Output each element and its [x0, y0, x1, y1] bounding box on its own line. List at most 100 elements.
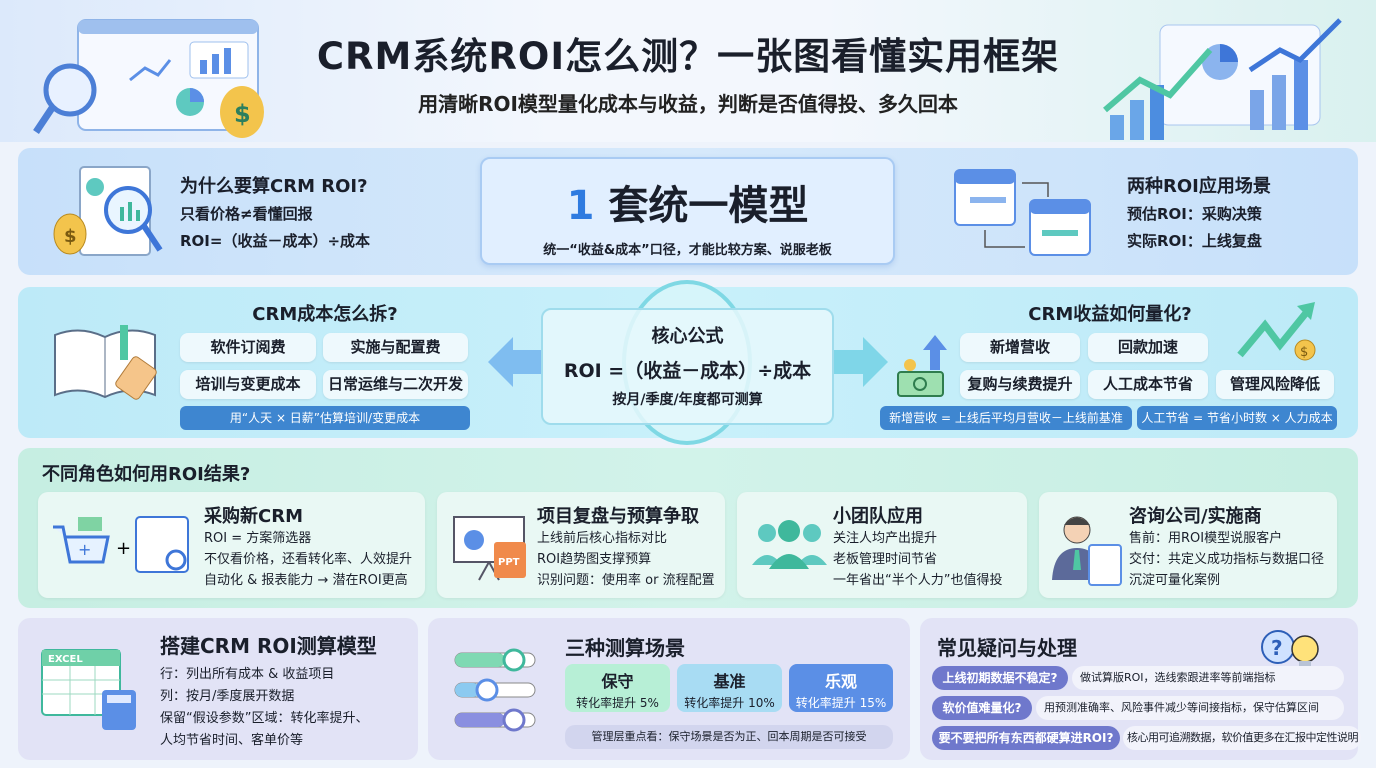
scenario-line: 实际ROI：上线复盘	[1127, 232, 1262, 250]
presentation-ppt-icon: PPT	[453, 516, 526, 581]
role-line: 沉淀可量化案例	[1129, 573, 1221, 588]
model-number: 1	[566, 183, 595, 229]
book-price-tag-icon	[54, 325, 157, 400]
build-lines: 行：列出所有成本 & 收益项目列：按月/季度展开数据保留“假设参数”区域：转化率…	[160, 664, 368, 752]
faq-answer: 核心用可追溯数据，软价值更多在汇报中定性说明	[1123, 726, 1361, 750]
role-line: 一年省出“半个人力”也值得投	[833, 573, 1003, 588]
scenario-name: 乐观	[824, 672, 857, 691]
scenario-value: 转化率提升 5%	[576, 696, 659, 710]
formula-title: 核心公式	[651, 326, 724, 347]
scenario-line: 预估ROI：采购决策	[1127, 205, 1262, 223]
money-up-arrow-icon	[897, 335, 947, 397]
faq-question: 要不要把所有东西都硬算进ROI?	[932, 726, 1120, 750]
three-title: 三种测算场景	[565, 636, 685, 660]
core-formula-card: 核心公式 ROI =（收益－成本）÷成本 按月/季度/年度都可测算	[541, 308, 834, 425]
excel-label: EXCEL	[48, 654, 83, 665]
cost-item: 日常运维与二次开发	[323, 370, 468, 399]
formula-note: 按月/季度/年度都可测算	[612, 392, 763, 408]
build-line: 保留“假设参数”区域：转化率提升、	[160, 711, 369, 726]
formula-text: ROI =（收益－成本）÷成本	[563, 360, 812, 382]
scenario-baseline: 基准转化率提升 10%	[677, 664, 782, 712]
benefit-item: 管理风险降低	[1216, 370, 1334, 399]
cost-item: 软件订阅费	[180, 333, 316, 362]
role-line: ROI = 方案筛选器	[204, 531, 312, 546]
role-card-purchase: + + 采购新CRM ROI = 方案筛选器不仅看价格，还看转化率、人效提升自动…	[38, 492, 425, 598]
cost-item: 培训与变更成本	[180, 370, 316, 399]
role-line: 关注人均产出提升	[833, 531, 938, 546]
scenario-name: 保守	[601, 672, 634, 691]
ppt-badge: PPT	[498, 557, 520, 568]
arrows-icon	[488, 337, 888, 387]
build-title: 搭建CRM ROI测算模型	[160, 634, 377, 658]
role-card-title: 采购新CRM	[204, 506, 303, 527]
role-card-title: 咨询公司/实施商	[1129, 506, 1262, 527]
report-magnifier-icon: $	[53, 166, 163, 256]
roles-title: 不同角色如何用ROI结果?	[42, 464, 251, 485]
cost-note: 用“人天 × 日薪”估算培训/变更成本	[180, 406, 470, 430]
model-caption: 统一“收益&成本”口径，才能比较方案、说服老板	[543, 243, 832, 258]
svg-text:?: ?	[1271, 636, 1283, 660]
faq-answer: 做试算版ROI，选线索跟进率等前端指标	[1072, 666, 1344, 690]
cost-title: CRM成本怎么拆?	[252, 304, 398, 325]
scenario-conservative: 保守转化率提升 5%	[565, 664, 670, 712]
benefit-item: 人工成本节省	[1088, 370, 1208, 399]
excel-calculator-icon: EXCEL	[41, 649, 136, 730]
model-title: 套统一模型	[608, 183, 809, 229]
role-line: 售前：用ROI模型说服客户	[1129, 531, 1283, 546]
faq-question: 软价值难量化?	[932, 696, 1032, 720]
growth-chart-illustration-icon	[1103, 18, 1342, 140]
growth-arrow-coin-icon: $	[1237, 302, 1316, 361]
why-line: ROI=（收益－成本）÷成本	[180, 232, 371, 250]
dashboard-illustration-icon: $	[33, 19, 264, 138]
team-icon	[752, 520, 827, 569]
svg-text:+: +	[116, 538, 131, 559]
svg-text:$: $	[1300, 345, 1308, 360]
scenario-value: 转化率提升 15%	[795, 696, 887, 710]
why-line: 只看价格≠看懂回报	[180, 205, 313, 223]
scenarios-title: 两种ROI应用场景	[1127, 176, 1271, 197]
role-line: ROI趋势图支撑预算	[537, 552, 652, 567]
benefit-note: 人工节省 = 节省小时数 × 人力成本	[1137, 406, 1337, 430]
role-card-title: 小团队应用	[833, 506, 923, 527]
benefit-item: 复购与续费提升	[960, 370, 1080, 399]
build-line: 行：列出所有成本 & 收益项目	[160, 667, 335, 682]
role-card-lines: 关注人均产出提升老板管理时间节省一年省出“半个人力”也值得投	[833, 528, 1002, 591]
role-line: 自动化 & 报表能力 → 潜在ROI更高	[204, 573, 408, 588]
faq-answer: 用预测准确率、风险事件减少等间接指标，保守估算区间	[1036, 696, 1344, 720]
benefit-note: 新增营收 = 上线后平均月营收－上线前基准	[880, 406, 1132, 430]
faq-title: 常见疑问与处理	[937, 636, 1077, 660]
build-line: 人均节省时间、客单价等	[160, 733, 304, 748]
role-line: 交付：共定义成功指标与数据口径	[1129, 552, 1325, 567]
faq-question: 上线初期数据不稳定?	[932, 666, 1068, 690]
svg-text:$: $	[234, 100, 251, 128]
three-note: 管理层重点看：保守场景是否为正、回本周期是否可接受	[565, 725, 893, 749]
benefit-item: 回款加速	[1088, 333, 1208, 362]
role-line: 上线前后核心指标对比	[537, 531, 668, 546]
cart-browser-icon: + +	[53, 516, 189, 573]
build-line: 列：按月/季度展开数据	[160, 689, 295, 704]
page-title: CRM系统ROI怎么测？一张图看懂实用框架	[316, 35, 1060, 78]
role-card-lines: ROI = 方案筛选器不仅看价格，还看转化率、人效提升自动化 & 报表能力 → …	[204, 528, 412, 591]
role-card-lines: 上线前后核心指标对比 ROI趋势图支撑预算识别问题：使用率 or 流程配置	[537, 528, 715, 591]
cost-item: 实施与配置费	[323, 333, 468, 362]
svg-text:$: $	[64, 226, 77, 247]
role-card-small-team: 小团队应用 关注人均产出提升老板管理时间节省一年省出“半个人力”也值得投	[737, 492, 1027, 598]
role-line: 不仅看价格，还看转化率、人效提升	[204, 552, 413, 567]
role-card-review: PPT 项目复盘与预算争取 上线前后核心指标对比 ROI趋势图支撑预算识别问题：使…	[437, 492, 725, 598]
role-card-title: 项目复盘与预算争取	[537, 506, 699, 527]
benefit-item: 新增营收	[960, 333, 1080, 362]
calendar-icon	[954, 169, 1091, 256]
scenario-value: 转化率提升 10%	[684, 696, 775, 710]
scenario-optimistic: 乐观转化率提升 15%	[789, 664, 893, 712]
sliders-gears-icon	[454, 648, 536, 732]
role-card-consultant: 咨询公司/实施商 售前：用ROI模型说服客户交付：共定义成功指标与数据口径沉淀可…	[1039, 492, 1337, 598]
svg-text:+: +	[78, 540, 91, 559]
consultant-document-icon	[1052, 516, 1122, 586]
why-title: 为什么要算CRM ROI?	[180, 176, 368, 197]
unified-model-card: 1 套统一模型 统一“收益&成本”口径，才能比较方案、说服老板	[480, 157, 895, 265]
role-line: 老板管理时间节省	[833, 552, 938, 567]
benefit-title: CRM收益如何量化?	[1028, 304, 1192, 325]
role-card-lines: 售前：用ROI模型说服客户交付：共定义成功指标与数据口径沉淀可量化案例	[1129, 528, 1324, 591]
role-line: 识别问题：使用率 or 流程配置	[537, 573, 715, 588]
page-subtitle: 用清晰ROI模型量化成本与收益，判断是否值得投、多久回本	[418, 92, 958, 116]
